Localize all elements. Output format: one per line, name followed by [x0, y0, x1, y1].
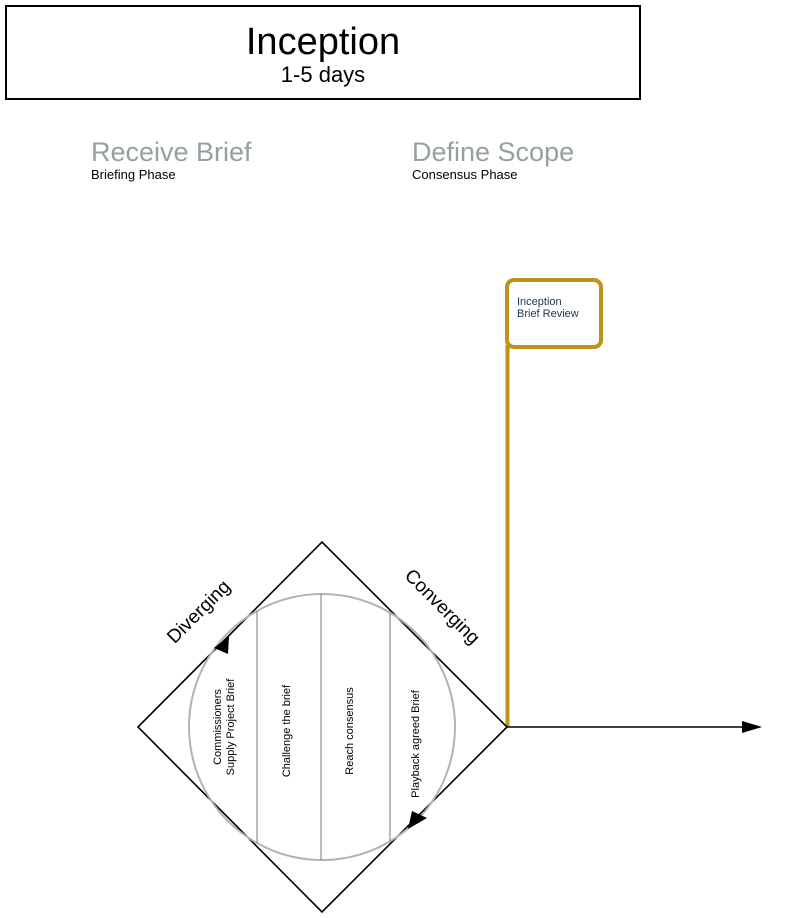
phase-title: Define Scope — [412, 137, 575, 167]
cycle-arrowhead-top-icon — [214, 636, 229, 654]
converging-label: Converging — [400, 565, 484, 649]
step-2-label: Challenge the brief — [281, 684, 293, 777]
step-1-label-line1: Commissioners — [212, 689, 224, 765]
phase-define-scope: Define Scope Consensus Phase — [412, 137, 574, 182]
phase-receive-brief: Receive Brief Briefing Phase — [91, 137, 252, 182]
step-4-label: Playback agreed Brief — [410, 689, 422, 798]
review-label-line1: Inception — [517, 296, 562, 308]
cycle-arrowhead-bottom-icon — [408, 811, 427, 829]
stage-title: Inception — [245, 21, 401, 63]
phase-subtitle: Briefing Phase — [91, 167, 176, 182]
step-3-label: Reach consensus — [344, 687, 356, 775]
diamond-shape — [136, 540, 509, 914]
process-circle — [188, 593, 456, 861]
phase-title: Receive Brief — [91, 137, 252, 167]
review-label-line2: Brief Review — [517, 308, 579, 320]
stage-duration: 1-5 days — [280, 62, 366, 87]
step-dividers — [256, 594, 391, 860]
phase-subtitle: Consensus Phase — [412, 167, 518, 182]
step-1-label-line2: Supply Project Brief — [225, 678, 237, 776]
output-arrowhead-icon — [742, 721, 762, 733]
stage-header: Inception 1-5 days — [5, 5, 641, 100]
inception-brief-review-box: Inception Brief Review — [505, 278, 603, 349]
